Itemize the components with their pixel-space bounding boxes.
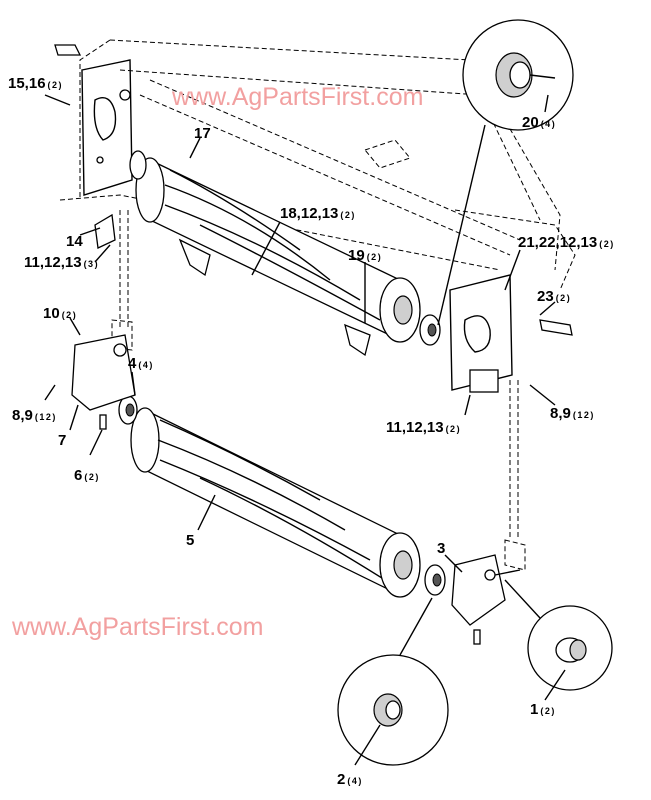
watermark-bottom: www.AgPartsFirst.com <box>11 613 263 641</box>
callout-2: 2(4) <box>337 771 363 788</box>
callout-21-22-12-13: 21,22,12,13(2) <box>518 234 615 251</box>
detail-circle-top <box>437 19 574 326</box>
left-side-plate <box>81 59 133 196</box>
right-bearing-plate <box>451 554 521 645</box>
leader-lines <box>44 94 566 766</box>
callout-20: 20(4) <box>522 114 556 131</box>
callout-14: 14 <box>66 233 83 250</box>
callout-19: 19(2) <box>348 247 382 264</box>
callout-11-12-13-top: 11,12,13(3) <box>24 254 99 271</box>
watermark-top: www.AgPartsFirst.com <box>171 83 423 111</box>
callout-7: 7 <box>58 432 66 449</box>
upper-roll-bearing <box>419 314 441 346</box>
callout-4: 4(4) <box>128 355 154 372</box>
callout-10: 10(2) <box>43 305 77 322</box>
callout-23: 23(2) <box>537 288 571 305</box>
callout-8-9-left: 8,9(12) <box>12 407 57 424</box>
left-bearing-plate <box>71 334 136 430</box>
scraper-brackets <box>54 44 573 357</box>
upper-roll <box>129 150 421 343</box>
callout-18-12-13: 18,12,13(2) <box>280 205 356 222</box>
right-side-plate <box>449 274 513 393</box>
callout-6: 6(2) <box>74 467 100 484</box>
callout-3: 3 <box>437 540 445 557</box>
callout-17: 17 <box>194 125 211 142</box>
detail-circle-right <box>504 579 613 691</box>
callout-5: 5 <box>186 532 194 549</box>
lower-roll <box>130 407 421 598</box>
callout-15-16: 15,16(2) <box>8 75 63 92</box>
lower-roll-bearings <box>118 395 446 596</box>
detail-circle-bottom <box>337 597 449 766</box>
callout-11-12-13-bottom: 11,12,13(2) <box>386 419 461 436</box>
callout-1: 1(2) <box>530 701 556 718</box>
callout-8-9-right: 8,9(12) <box>550 405 595 422</box>
